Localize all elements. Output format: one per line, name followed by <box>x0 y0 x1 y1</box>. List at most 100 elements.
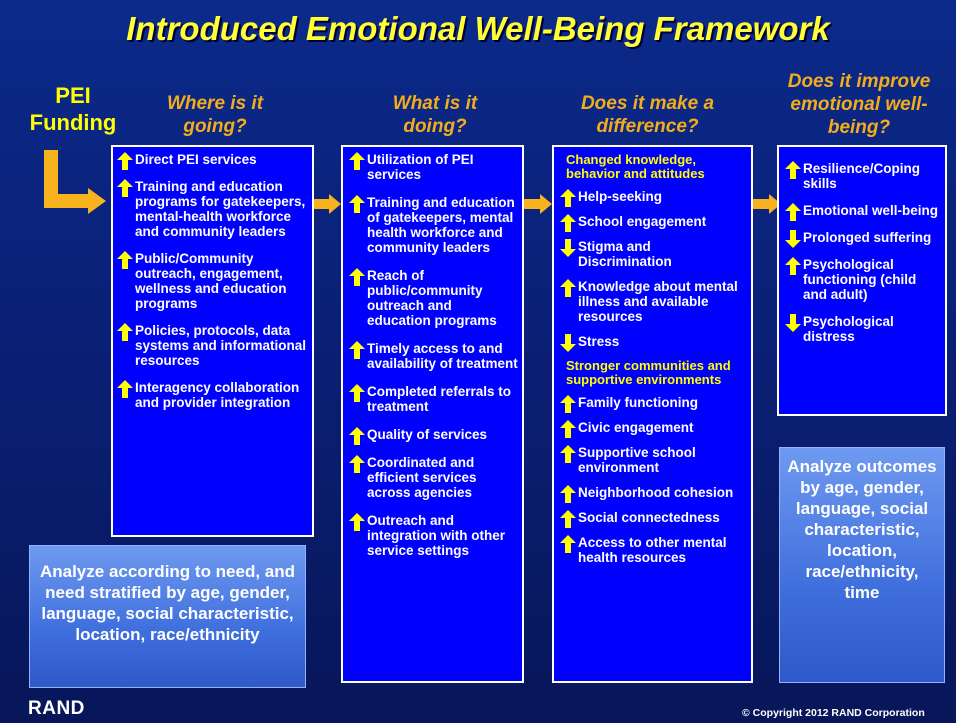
pei-l-arrow-icon <box>44 150 106 214</box>
outcome-item-label: Outreach and integration with other serv… <box>367 513 505 558</box>
section-title-knowledge: Changed knowledge, behavior and attitude… <box>566 152 705 181</box>
up-arrow-icon <box>560 535 576 553</box>
up-arrow-icon <box>349 513 365 531</box>
up-arrow-icon <box>117 251 133 269</box>
up-arrow-icon <box>560 189 576 207</box>
outcome-item-label: Resilience/Coping skills <box>803 161 921 191</box>
section-title-communities: Stronger communities and supportive envi… <box>566 358 731 387</box>
outcome-item: Supportive school environment <box>558 445 747 475</box>
outcome-item: Interagency collaboration and provider i… <box>115 380 308 410</box>
outcome-item-label: Psychological distress <box>803 314 894 344</box>
outcome-item-label: Training and education programs for gate… <box>135 179 306 239</box>
outcome-item: Neighborhood cohesion <box>558 485 747 503</box>
up-arrow-icon <box>349 455 365 473</box>
outcome-item: Prolonged suffering <box>783 230 941 248</box>
connector-arrow-icon <box>524 194 552 214</box>
up-arrow-icon <box>117 380 133 398</box>
up-arrow-icon <box>785 203 801 221</box>
connector-arrow-icon <box>753 194 781 214</box>
outcome-item: Timely access to and availability of tre… <box>347 341 518 371</box>
outcome-item: Reach of public/community outreach and e… <box>347 268 518 328</box>
outcome-item: Civic engagement <box>558 420 747 438</box>
outcome-item-label: Quality of services <box>367 427 488 442</box>
up-arrow-icon <box>560 485 576 503</box>
up-arrow-icon <box>560 279 576 297</box>
outcome-item: Social connectedness <box>558 510 747 528</box>
copyright: © Copyright 2012 RAND Corporation <box>742 707 925 719</box>
rand-logo: RAND <box>28 698 85 719</box>
pei-funding-label: PEI Funding <box>29 83 117 135</box>
outcome-item-label: Help-seeking <box>578 189 663 204</box>
outcome-item-label: Social connectedness <box>578 510 720 525</box>
outcome-item: Policies, protocols, data systems and in… <box>115 323 308 368</box>
outcome-item: Psychological functioning (child and adu… <box>783 257 941 302</box>
up-arrow-icon <box>560 510 576 528</box>
outcome-item-label: Stress <box>578 334 620 349</box>
outcome-item-label: Policies, protocols, data systems and in… <box>135 323 307 368</box>
outcome-item-label: Reach of public/community outreach and e… <box>367 268 497 328</box>
up-arrow-icon <box>117 323 133 341</box>
outcome-item-label: Neighborhood cohesion <box>578 485 734 500</box>
outcome-item-label: School engagement <box>578 214 707 229</box>
outcome-item: Knowledge about mental illness and avail… <box>558 279 747 324</box>
analyze-outcomes: Analyze outcomes by age, gender, languag… <box>779 447 945 683</box>
outcome-item-label: Prolonged suffering <box>803 230 932 245</box>
column-box-difference: Changed knowledge, behavior and attitude… <box>552 145 753 683</box>
outcome-item-label: Supportive school environment <box>578 445 696 475</box>
up-arrow-icon <box>349 152 365 170</box>
outcome-item: Stigma and Discrimination <box>558 239 747 269</box>
outcome-item-label: Timely access to and availability of tre… <box>367 341 518 371</box>
outcome-item: Emotional well-being <box>783 203 941 221</box>
up-arrow-icon <box>349 384 365 402</box>
outcome-item: Training and education programs for gate… <box>115 179 308 239</box>
outcome-item-label: Family functioning <box>578 395 698 410</box>
outcome-item: Resilience/Coping skills <box>783 161 941 191</box>
outcome-item-label: Psychological functioning (child and adu… <box>803 257 917 302</box>
down-arrow-icon <box>560 239 576 257</box>
outcome-item: Quality of services <box>347 427 518 445</box>
up-arrow-icon <box>560 214 576 232</box>
up-arrow-icon <box>349 427 365 445</box>
up-arrow-icon <box>785 257 801 275</box>
outcome-item-label: Utilization of PEI services <box>367 152 474 182</box>
column-heading-what: What is it doing? <box>392 93 478 137</box>
outcome-item: Family functioning <box>558 395 747 413</box>
outcome-item-label: Civic engagement <box>578 420 694 435</box>
up-arrow-icon <box>349 195 365 213</box>
column-heading-difference: Does it make a difference? <box>580 93 715 137</box>
up-arrow-icon <box>560 420 576 438</box>
outcome-item: Access to other mental health resources <box>558 535 747 565</box>
connector-arrow-icon <box>313 194 341 214</box>
down-arrow-icon <box>560 334 576 352</box>
column-heading-where: Where is it going? <box>166 93 264 137</box>
analyze-according-to-need: Analyze according to need, and need stra… <box>29 545 306 688</box>
up-arrow-icon <box>560 445 576 463</box>
outcome-item: Help-seeking <box>558 189 747 207</box>
outcome-item: Outreach and integration with other serv… <box>347 513 518 558</box>
outcome-item: Training and education of gatekeepers, m… <box>347 195 518 255</box>
outcome-item: Completed referrals to treatment <box>347 384 518 414</box>
up-arrow-icon <box>785 161 801 179</box>
outcome-item-label: Public/Community outreach, engagement, w… <box>135 251 287 311</box>
outcome-item: Public/Community outreach, engagement, w… <box>115 251 308 311</box>
column-heading-improve: Does it improve emotional well-being? <box>787 71 931 138</box>
outcome-item: Coordinated and efficient services acros… <box>347 455 518 500</box>
outcome-item-label: Interagency collaboration and provider i… <box>135 380 300 410</box>
up-arrow-icon <box>349 341 365 359</box>
slide-title: Introduced Emotional Well-Being Framewor… <box>126 10 830 47</box>
outcome-item-label: Knowledge about mental illness and avail… <box>578 279 738 324</box>
outcome-item: Utilization of PEI services <box>347 152 518 182</box>
down-arrow-icon <box>785 314 801 332</box>
up-arrow-icon <box>560 395 576 413</box>
outcome-item: School engagement <box>558 214 747 232</box>
outcome-item-label: Completed referrals to treatment <box>367 384 512 414</box>
outcome-item-label: Coordinated and efficient services acros… <box>367 455 477 500</box>
outcome-item-label: Access to other mental health resources <box>578 535 727 565</box>
outcome-item: Stress <box>558 334 747 352</box>
up-arrow-icon <box>117 152 133 170</box>
up-arrow-icon <box>117 179 133 197</box>
outcome-item-label: Direct PEI services <box>135 152 257 167</box>
